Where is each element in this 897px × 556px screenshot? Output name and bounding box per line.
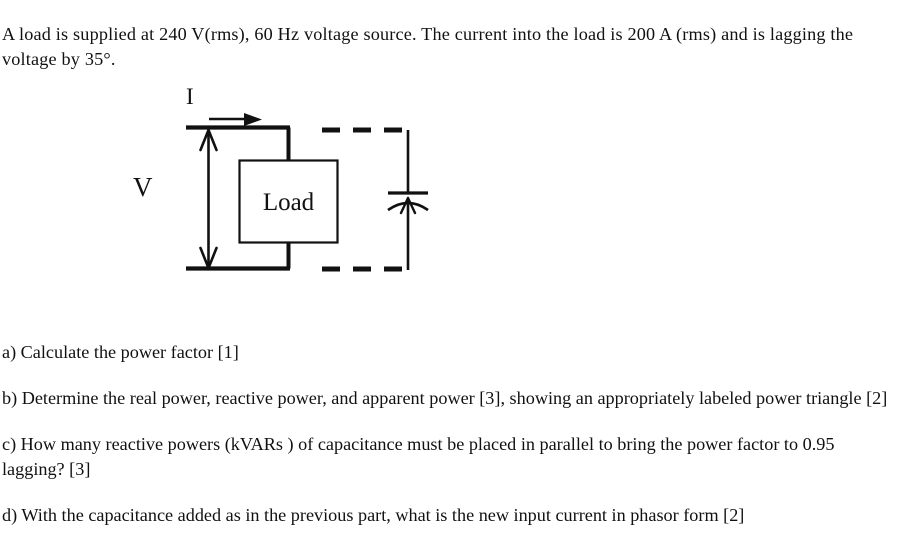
current-label: I [186, 84, 194, 109]
circuit-diagram: I V [0, 70, 470, 295]
question-c: c) How many reactive powers (kVARs ) of … [2, 434, 835, 479]
current-direction-arrow [209, 113, 262, 126]
load-label: Load [263, 189, 315, 216]
question-b: b) Determine the real power, reactive po… [2, 388, 888, 408]
question-a: a) Calculate the power factor [1] [2, 342, 239, 362]
voltage-double-arrow [199, 128, 218, 270]
voltage-label: V [133, 172, 153, 202]
question-d: d) With the capacitance added as in the … [2, 505, 745, 525]
question-list: a) Calculate the power factor [1] b) Det… [2, 340, 895, 528]
load-box: Load [238, 159, 339, 244]
variable-capacitor-symbol [387, 130, 429, 270]
problem-statement: A load is supplied at 240 V(rms), 60 Hz … [2, 24, 854, 70]
